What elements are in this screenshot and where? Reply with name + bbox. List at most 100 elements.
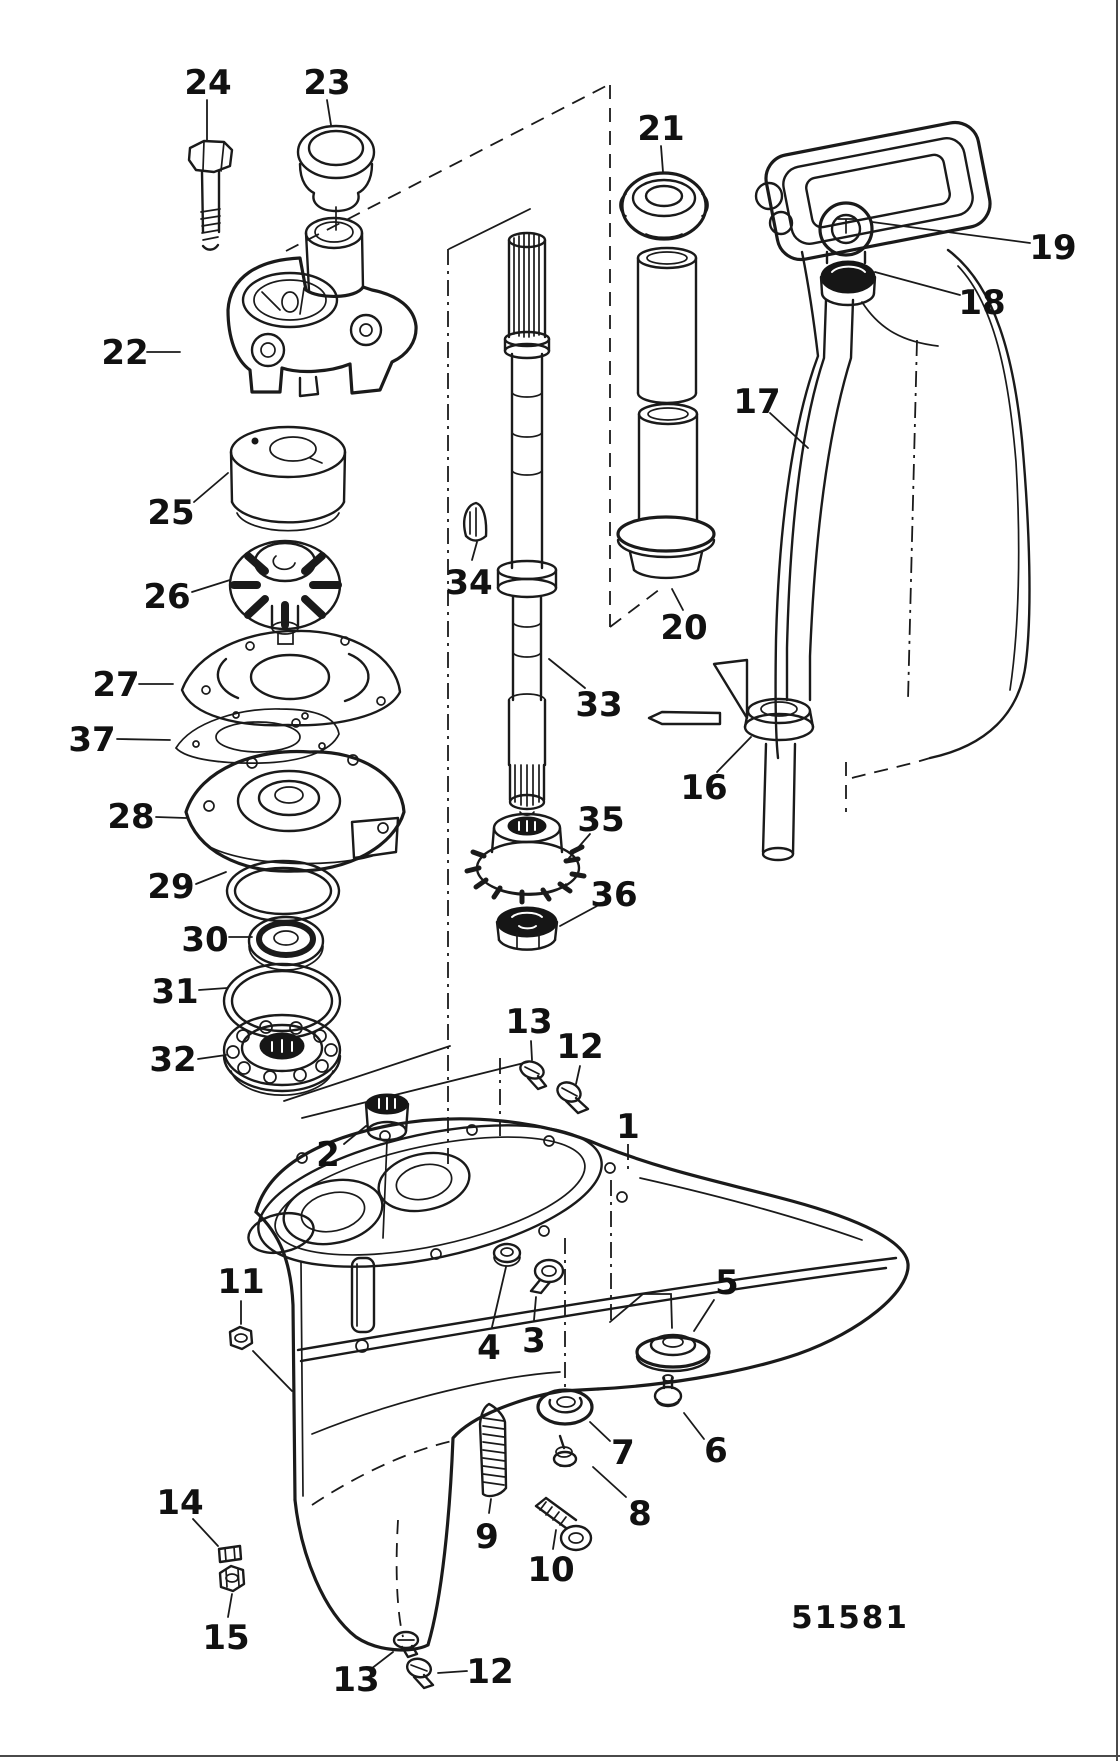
- leader-5: [694, 1300, 714, 1331]
- leader-36: [560, 906, 597, 926]
- leader-7: [590, 1422, 610, 1441]
- part-14-clip: [219, 1546, 241, 1562]
- part-17-water-tube-lower: [763, 744, 795, 860]
- part-9-water-strainer: [480, 1404, 506, 1496]
- page-bottom-border: [0, 1755, 1120, 1757]
- leader-15: [228, 1594, 232, 1617]
- construction-lines: [284, 85, 917, 1390]
- leader-17: [770, 413, 808, 448]
- leader-12-lower: [438, 1671, 467, 1673]
- callout-27: 27: [92, 665, 139, 705]
- callout-23: 23: [303, 63, 350, 103]
- leader-12-upper: [576, 1066, 580, 1084]
- leader-10: [553, 1530, 556, 1549]
- part-22-water-pump-housing: [228, 218, 416, 396]
- leader-3: [534, 1297, 536, 1320]
- callout-13-lower: 13: [332, 1660, 379, 1700]
- callout-11: 11: [217, 1262, 264, 1302]
- callout-36: 36: [590, 875, 637, 915]
- callout-26: 26: [143, 577, 190, 617]
- part-19-grommet: [820, 203, 872, 263]
- part-27-gasket-upper: [182, 631, 400, 727]
- part-28-pump-base: [186, 752, 404, 872]
- leader-13-upper: [531, 1041, 532, 1060]
- callout-31: 31: [151, 972, 198, 1012]
- part-26-impeller: [230, 541, 340, 644]
- part-30-oil-seal: [249, 917, 323, 970]
- callout-22: 22: [101, 333, 148, 373]
- leader-13-lower: [371, 1652, 393, 1669]
- callout-2: 2: [316, 1135, 340, 1175]
- callout-14: 14: [156, 1483, 203, 1523]
- part-34-key: [464, 503, 486, 541]
- callout-7: 7: [611, 1433, 635, 1473]
- part-15-nut: [220, 1566, 244, 1591]
- part-32-ball-bearing: [224, 1015, 340, 1095]
- callout-9: 9: [475, 1517, 499, 1557]
- leader-6: [684, 1413, 704, 1439]
- callout-1: 1: [616, 1107, 640, 1147]
- callout-labels: 24 23 21 19 18 22 17 25 34 26 20 27 33 3…: [68, 63, 1076, 1700]
- callout-35: 35: [577, 800, 624, 840]
- part-13-screw-upper: [518, 1058, 546, 1089]
- leader-37: [117, 739, 170, 740]
- leader-28: [156, 817, 186, 818]
- part-31-o-ring-large: [224, 964, 340, 1038]
- callout-29: 29: [147, 867, 194, 907]
- leader-21: [661, 146, 663, 172]
- part-12-screw-upper: [554, 1079, 588, 1113]
- leader-33: [549, 659, 585, 688]
- callout-24: 24: [184, 63, 231, 103]
- callout-18: 18: [958, 283, 1005, 323]
- callout-21: 21: [637, 109, 684, 149]
- callout-8: 8: [628, 1494, 652, 1534]
- water-tube-upper-section: [638, 248, 696, 403]
- leader-26: [192, 580, 230, 592]
- callout-3: 3: [522, 1321, 546, 1361]
- leader-14: [193, 1519, 218, 1546]
- driveshaft-housing-assembly: [756, 118, 1029, 812]
- part-36-pinion-nut: [497, 907, 557, 950]
- part-10-bolt: [536, 1498, 591, 1550]
- callout-10: 10: [527, 1550, 574, 1590]
- part-6-bolt: [655, 1375, 681, 1406]
- part-11-nut: [230, 1327, 252, 1349]
- callout-28: 28: [107, 797, 154, 837]
- figure-part-number: 51581: [791, 1600, 909, 1636]
- callout-25: 25: [147, 493, 194, 533]
- leader-lines: [117, 100, 1030, 1673]
- leader-32: [198, 1055, 226, 1059]
- leader-16: [717, 737, 751, 772]
- callout-30: 30: [181, 920, 228, 960]
- leader-18: [875, 272, 960, 295]
- part-2-bushing: [366, 1094, 408, 1238]
- leader-31: [199, 988, 227, 990]
- part-35-pinion-gear: [467, 814, 584, 902]
- part-25-impeller-cup: [231, 427, 345, 531]
- part-8-screw: [554, 1436, 576, 1466]
- callout-19: 19: [1029, 228, 1076, 268]
- leader-9: [489, 1499, 491, 1513]
- part-4-washer: [494, 1244, 520, 1266]
- part-20-tube-seal: [618, 404, 714, 578]
- callout-13-upper: 13: [505, 1002, 552, 1042]
- part-23-plug: [298, 126, 374, 230]
- callout-15: 15: [202, 1618, 249, 1658]
- leader-25: [194, 473, 228, 502]
- part-7-washer: [538, 1390, 592, 1424]
- callout-12-upper: 12: [556, 1027, 603, 1067]
- leader-23: [327, 100, 331, 125]
- callout-17: 17: [733, 382, 780, 422]
- leader-34: [472, 542, 477, 560]
- callout-6: 6: [704, 1431, 728, 1471]
- callout-34: 34: [445, 563, 492, 603]
- callout-4: 4: [477, 1328, 501, 1368]
- part-21-tube-nut: [620, 173, 708, 239]
- leader-19: [872, 222, 1030, 243]
- leader-11b: [253, 1351, 292, 1391]
- part-5-washer: [637, 1335, 709, 1371]
- callout-32: 32: [149, 1040, 196, 1080]
- part-1-gear-housing: [245, 1099, 908, 1650]
